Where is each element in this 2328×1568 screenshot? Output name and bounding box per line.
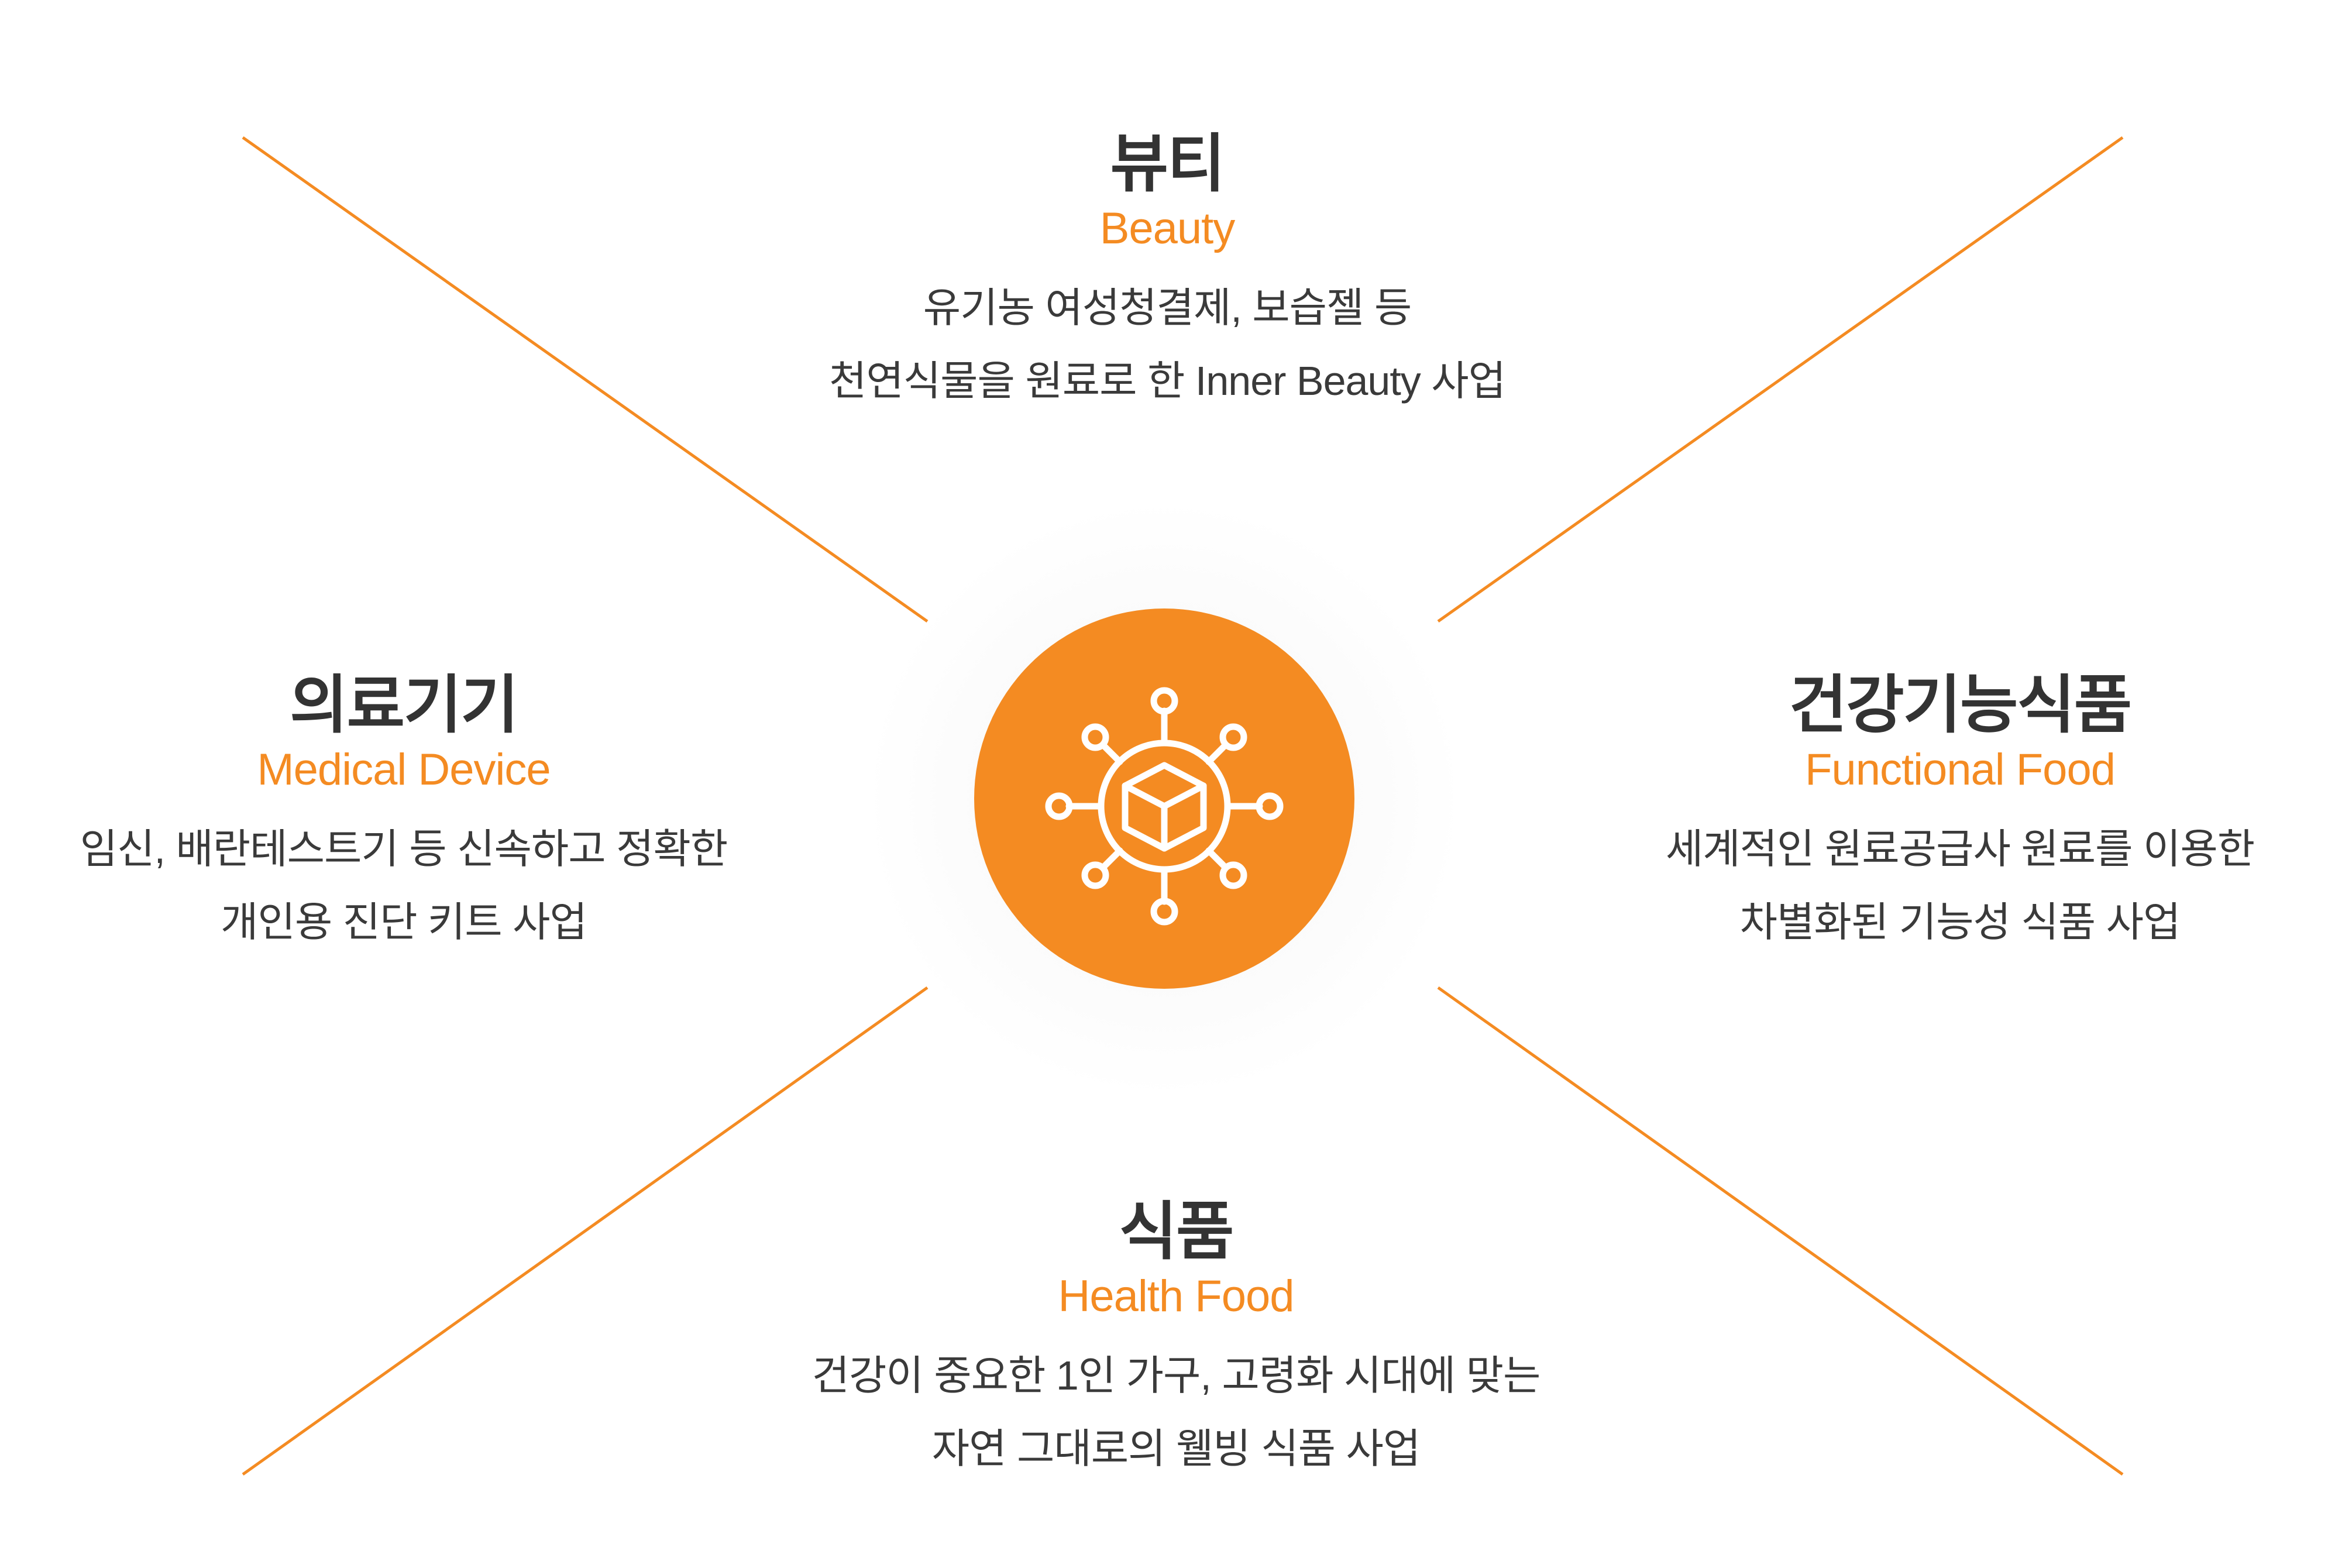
sector-functional-food: 건강기능식품 Functional Food 세계적인 원료공급사 원료를 이용…: [1521, 670, 2328, 959]
sector-subtitle: Beauty: [1099, 204, 1236, 253]
sector-health-food: 식품 Health Food 건강이 중요한 1인 가구, 고령화 시대에 맞는…: [737, 1196, 1615, 1486]
sector-title: 뷰티: [1110, 128, 1226, 199]
description-line: 임신, 배란테스트기 등 신속하고 정확한: [80, 826, 728, 872]
sector-description: 건강이 중요한 1인 가구, 고령화 시대에 맞는 자연 그대로의 웰빙 식품 …: [737, 1339, 1615, 1486]
connector-line-top-right: [1437, 136, 2124, 623]
sector-subtitle: Functional Food: [1805, 745, 2116, 795]
connector-line-bottom-right: [1437, 986, 2124, 1476]
sector-title: 식품: [1119, 1196, 1235, 1267]
sector-beauty: 뷰티 Beauty 유기농 여성청결제, 보습젤 등 천연식물을 원료로 한 I…: [728, 129, 1606, 418]
sector-subtitle: Medical Device: [257, 745, 551, 795]
sector-description: 유기농 여성청결제, 보습젤 등 천연식물을 원료로 한 Inner Beaut…: [728, 271, 1606, 418]
connector-line-top-left: [242, 136, 929, 623]
description-line: 건강이 중요한 1인 가구, 고령화 시대에 맞는: [811, 1353, 1541, 1398]
sector-description: 세계적인 원료공급사 원료를 이용한 차별화된 기능성 식품 사업: [1521, 813, 2328, 959]
connector-line-bottom-left: [242, 986, 929, 1476]
sector-title: 건강기능식품: [1789, 669, 2132, 740]
hub-circle: [974, 608, 1354, 989]
sector-title: 의료기기: [290, 669, 518, 740]
description-line: 차별화된 기능성 식품 사업: [1739, 899, 2181, 945]
description-line: 세계적인 원료공급사 원료를 이용한: [1665, 826, 2255, 872]
description-line: 천연식물을 원료로 한 Inner Beauty 사업: [828, 358, 1506, 404]
sector-subtitle: Health Food: [1058, 1271, 1294, 1321]
network-box-icon: [1045, 687, 1284, 926]
description-line: 개인용 진단 키트 사업: [221, 899, 587, 945]
description-line: 자연 그대로의 웰빙 식품 사업: [931, 1426, 1421, 1471]
description-line: 유기농 여성청결제, 보습젤 등: [923, 285, 1412, 331]
sector-description: 임신, 배란테스트기 등 신속하고 정확한 개인용 진단 키트 사업: [0, 813, 843, 959]
sector-medical-device: 의료기기 Medical Device 임신, 배란테스트기 등 신속하고 정확…: [0, 670, 843, 959]
